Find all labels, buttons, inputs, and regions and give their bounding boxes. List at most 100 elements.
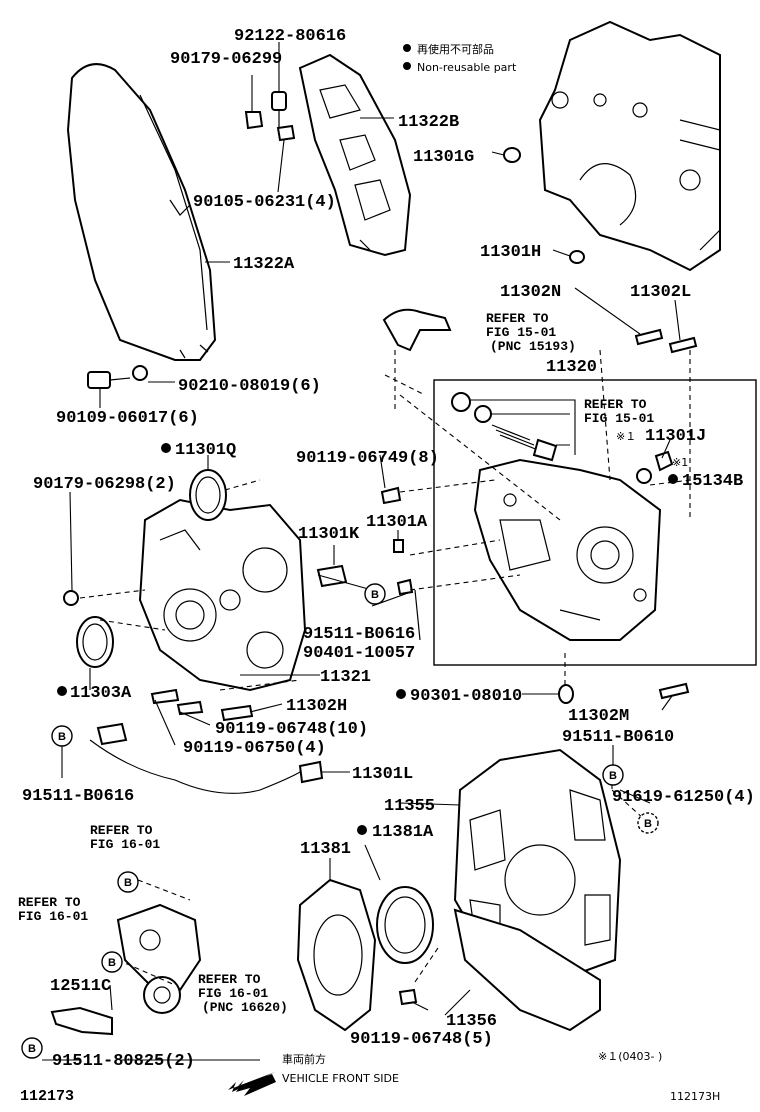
ref-left: 112173: [20, 1088, 74, 1105]
direction-en: VEHICLE FRONT SIDE: [282, 1072, 399, 1085]
label-90119-06749: 90119-06749(8): [296, 449, 439, 468]
refer-r3-fig: FIG 16-01: [90, 837, 160, 852]
gasket-15193-drawing: [382, 308, 452, 352]
non-reusable-dot-icon: [396, 689, 406, 699]
label-91511-B0616-a: 91511-B0616: [303, 625, 415, 644]
direction-jp: 車両前方: [282, 1052, 326, 1066]
non-reusable-dot-icon: [57, 686, 67, 696]
label-90105-06231: 90105-06231(4): [193, 193, 336, 212]
svg-text:B: B: [609, 770, 617, 782]
label-11301L: 11301L: [352, 765, 413, 784]
label-11301G: 11301G: [413, 148, 474, 167]
star-marker-b: ※1: [672, 456, 688, 469]
label-11381: 11381: [300, 840, 351, 859]
label-90119-06748-10: 90119-06748(10): [215, 720, 368, 739]
engine-block-drawing: [538, 20, 721, 272]
part-11356-drawing: [453, 908, 601, 1032]
oring-11301H-drawing: [569, 250, 585, 264]
b-marker-icon: [21, 1037, 43, 1059]
svg-text:B: B: [108, 957, 116, 969]
b-marker-icon: [51, 725, 73, 747]
svg-text:B: B: [124, 877, 132, 889]
refer-r5-fig: FIG 16-01: [198, 986, 268, 1001]
non-reusable-dot-icon: [403, 44, 411, 52]
label-91619-61250: 91619-61250(4): [612, 788, 755, 807]
part-11381-drawing: [296, 878, 377, 1032]
assembly-11320-box: [433, 379, 757, 666]
svg-text:B: B: [28, 1043, 36, 1055]
label-11322B: 11322B: [398, 113, 459, 132]
refer-r1: REFER TO: [486, 311, 549, 326]
ref-right: 112173H: [670, 1090, 720, 1103]
b-marker-icon: [637, 812, 659, 834]
svg-text:B: B: [371, 589, 379, 601]
footer: ※１(0403- ) 車両前方 VEHICLE FRONT SIDE 11217…: [20, 1050, 720, 1105]
label-11301H: 11301H: [480, 243, 541, 262]
label-91511-B0616-b: 91511-B0616: [22, 787, 134, 806]
star-marker-a: ※１: [616, 430, 636, 443]
label-91511-B0610: 91511-B0610: [562, 728, 674, 747]
leader-lines: [42, 42, 681, 1061]
tensioner-drawing: [50, 903, 202, 1036]
label-11356: 11356: [446, 1012, 497, 1031]
b-marker-icon: [117, 871, 139, 893]
bolt-90119-06748-drawing: [398, 988, 418, 1006]
label-90119-06750: 90119-06750(4): [183, 739, 326, 758]
front-arrow-icon: [236, 1074, 276, 1096]
label-90401-10057: 90401-10057: [303, 644, 415, 663]
svg-text:B: B: [58, 731, 66, 743]
plug-11301J-drawing: [636, 450, 674, 484]
label-11301K: 11301K: [298, 525, 360, 544]
part-11322B-drawing: [298, 53, 412, 257]
refer-r5-pnc: (PNC 16620): [202, 1000, 288, 1015]
oil-pump-parts-drawing: [451, 392, 576, 462]
b-marker-icon: [364, 583, 386, 605]
label-11301Q: 11301Q: [175, 441, 236, 460]
part-11320-drawing: [473, 458, 662, 641]
refer-r1-fig: FIG 15-01: [486, 325, 556, 340]
label-15134B: 15134B: [682, 472, 743, 491]
label-11381A: 11381A: [372, 823, 434, 842]
label-11302H: 11302H: [286, 697, 347, 716]
label-11320: 11320: [546, 358, 597, 377]
legend-jp: 再使用不可部品: [417, 42, 494, 56]
svg-text:B: B: [644, 818, 652, 830]
label-11301J: 11301J: [645, 427, 706, 446]
label-11301A: 11301A: [366, 513, 428, 532]
label-91511-80825: 91511-80825(2): [52, 1052, 195, 1071]
refer-r2: REFER TO: [584, 397, 647, 412]
label-11321: 11321: [320, 668, 371, 687]
non-reusable-dot-icon: [403, 62, 411, 70]
non-reusable-dot-icon: [161, 443, 171, 453]
label-90109-06017: 90109-06017(6): [56, 409, 199, 428]
refer-r1-pnc: (PNC 15193): [490, 339, 576, 354]
oring-11301G-drawing: [503, 147, 521, 163]
label-90179-06299: 90179-06299: [170, 50, 282, 69]
part-labels: 92122-80616 90179-06299 11322B 11301G 90…: [22, 27, 755, 1071]
refer-r4-fig: FIG 16-01: [18, 909, 88, 924]
refer-r5: REFER TO: [198, 972, 261, 987]
label-90119-06748-5: 90119-06748(5): [350, 1030, 493, 1049]
label-11322A: 11322A: [233, 255, 295, 274]
label-12511C: 12511C: [50, 977, 111, 996]
legend-en: Non-reusable part: [417, 61, 517, 74]
label-92122-80616: 92122-80616: [234, 27, 346, 46]
label-90179-06298: 90179-06298(2): [33, 475, 176, 494]
label-11355: 11355: [384, 797, 435, 816]
bolts-top-drawing: [244, 91, 296, 142]
front-arrow-head-icon: [228, 1072, 275, 1092]
b-marker-icon: [101, 951, 123, 973]
label-11302L: 11302L: [630, 283, 691, 302]
refer-notes: REFER TO FIG 15-01 (PNC 15193) REFER TO …: [18, 311, 688, 1015]
part-11321-drawing: [138, 498, 307, 692]
non-reusable-dot-icon: [357, 825, 367, 835]
b-markers: B B B B B B B: [21, 583, 659, 1059]
non-reusable-dots: [57, 443, 678, 835]
non-reusable-dot-icon: [668, 474, 678, 484]
washer-bolt-left-drawing: [87, 365, 148, 389]
sensor-cable-11301L-drawing: [89, 722, 324, 794]
studs-11302N-L-drawing: [634, 328, 698, 354]
small-parts-middle-drawing: [63, 486, 690, 722]
